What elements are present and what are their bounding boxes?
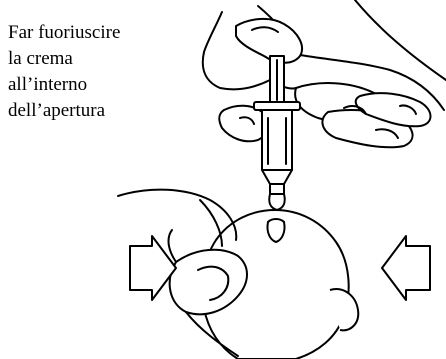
upper-hand [203,0,446,147]
right-arrow-icon [382,236,430,300]
